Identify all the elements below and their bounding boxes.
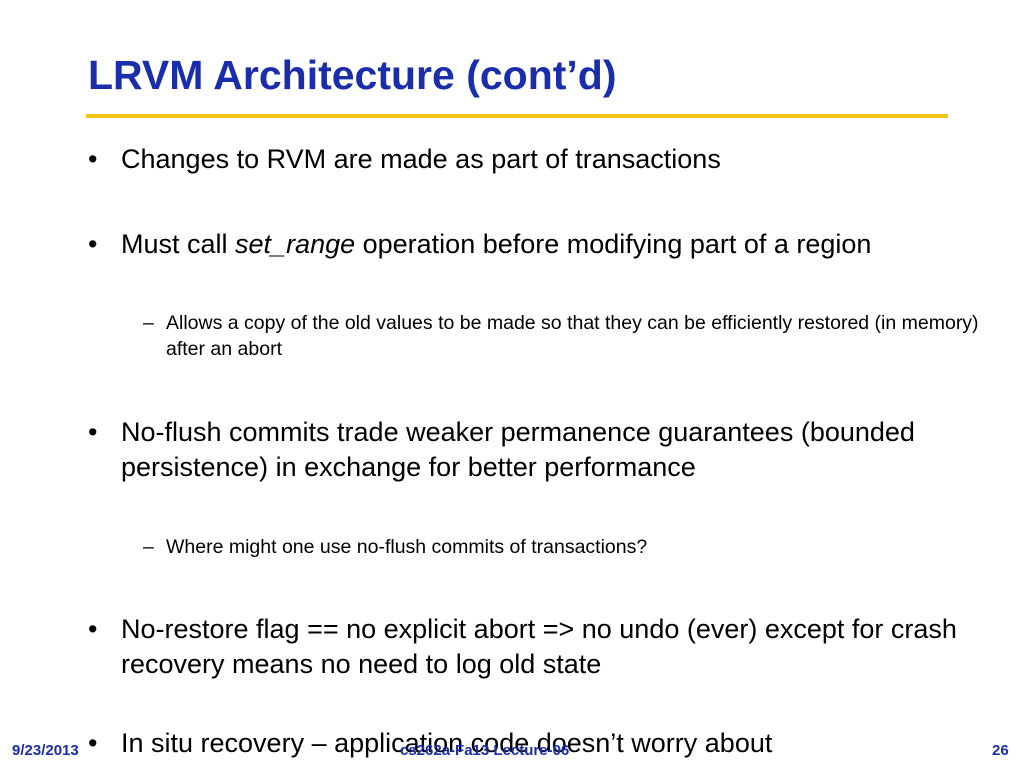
bullet-marker: • [88, 417, 98, 447]
bullet-text: No-flush commits trade weaker permanence… [121, 417, 915, 482]
bullet-item: • Must call set_range operation before m… [88, 227, 1001, 262]
sub-bullet-text: Where might one use no-flush commits of … [166, 536, 648, 558]
bullet-marker: • [88, 144, 98, 174]
sub-bullet-item: – Allows a copy of the old values to be … [143, 310, 986, 362]
sub-bullet-marker: – [143, 536, 154, 558]
bullet-item: • No-restore flag == no explicit abort =… [88, 612, 1001, 682]
bullet-text-after: operation before modifying part of a reg… [355, 229, 872, 259]
footer-course-label: cs262a-Fa13 Lecture-06 [400, 742, 570, 759]
sub-bullet-item: – Where might one use no-flush commits o… [143, 534, 986, 560]
bullet-item: • Changes to RVM are made as part of tra… [88, 142, 1001, 177]
bullet-item: • No-flush commits trade weaker permanen… [88, 415, 1001, 485]
bullet-text: In situ recovery – application code does… [121, 728, 773, 758]
bullet-text: No-restore flag == no explicit abort => … [121, 614, 957, 679]
bullet-item: • In situ recovery – application code do… [88, 726, 1001, 761]
bullet-marker: • [88, 728, 98, 758]
bullet-marker: • [88, 614, 98, 644]
sub-bullet-marker: – [143, 312, 154, 334]
sub-bullet-text: Allows a copy of the old values to be ma… [166, 312, 979, 360]
bullet-text: Changes to RVM are made as part of trans… [121, 144, 721, 174]
bullet-marker: • [88, 229, 98, 259]
footer-page-number: 26 [992, 742, 1009, 759]
code-term-set-range: set_range [235, 229, 356, 259]
footer-date: 9/23/2013 [12, 742, 79, 759]
bullet-text-before: Must call [121, 229, 236, 259]
title-underline [86, 114, 948, 118]
slide-title: LRVM Architecture (cont’d) [88, 52, 617, 98]
